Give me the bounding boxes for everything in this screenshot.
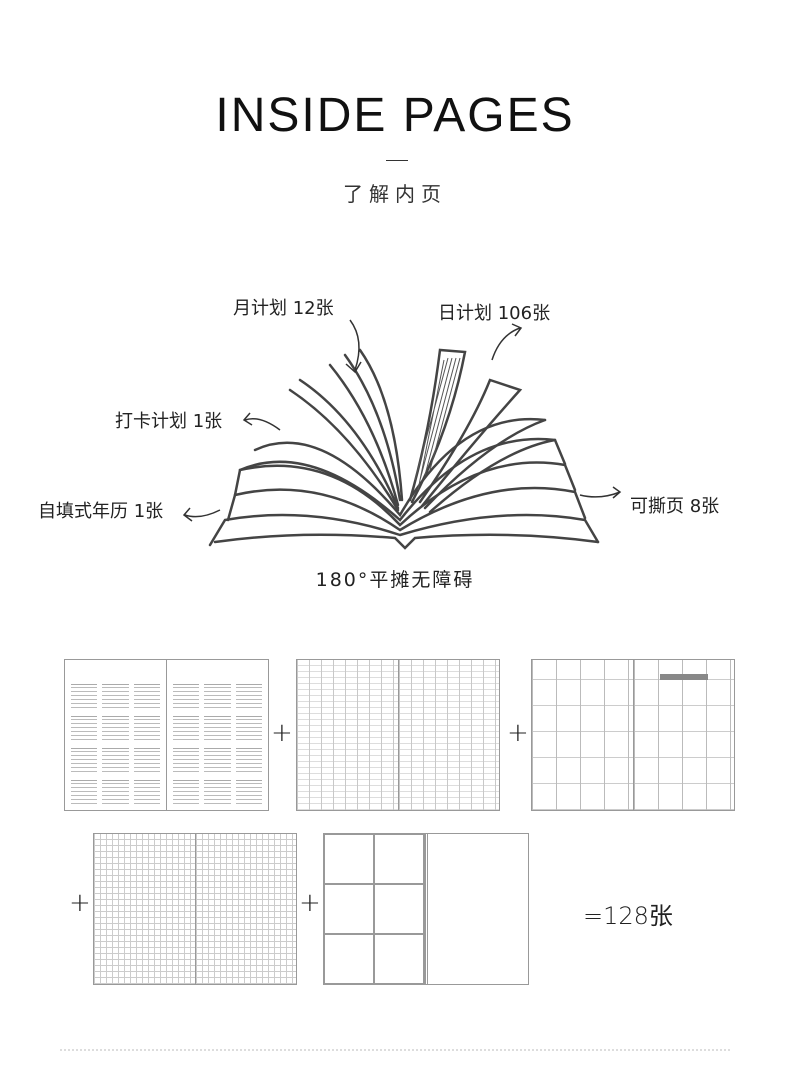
plus-sign: + [299, 888, 321, 918]
total-count: =128张 [583, 902, 673, 930]
tearoff-page-left [324, 834, 425, 984]
checkin-page-left [297, 660, 399, 810]
year-calendar-spread [64, 659, 269, 811]
dotted-divider [60, 1049, 730, 1051]
monthly-page-right [633, 660, 734, 810]
plus-sign: + [271, 718, 293, 748]
monthly-page-left [532, 660, 634, 810]
daily-page-left [94, 834, 196, 984]
calendar-page-right [167, 660, 268, 810]
plus-sign: + [507, 718, 529, 748]
calendar-page-left [65, 660, 167, 810]
checkin-plan-spread [296, 659, 500, 811]
checkin-page-right [398, 660, 499, 810]
daily-plan-spread [93, 833, 297, 985]
subtitle: 了解内页 [343, 182, 447, 206]
daily-page-right [195, 834, 296, 984]
open-book-illustration [182, 319, 622, 550]
tearoff-page-right [425, 834, 528, 984]
label-monthly-plan: 月计划 12张 [233, 298, 334, 319]
plus-sign: + [69, 888, 91, 918]
label-daily-plan: 日计划 106张 [438, 303, 551, 324]
label-calendar: 自填式年历 1张 [38, 501, 164, 522]
title-divider [386, 160, 408, 161]
page-title: INSIDE PAGES [215, 89, 575, 142]
label-tearoff: 可撕页 8张 [630, 496, 720, 517]
label-checkin-plan: 打卡计划 1张 [115, 411, 223, 432]
tearoff-spread [323, 833, 529, 985]
monthly-plan-spread [531, 659, 735, 811]
lay-flat-caption: 180°平摊无障碍 [315, 569, 475, 591]
